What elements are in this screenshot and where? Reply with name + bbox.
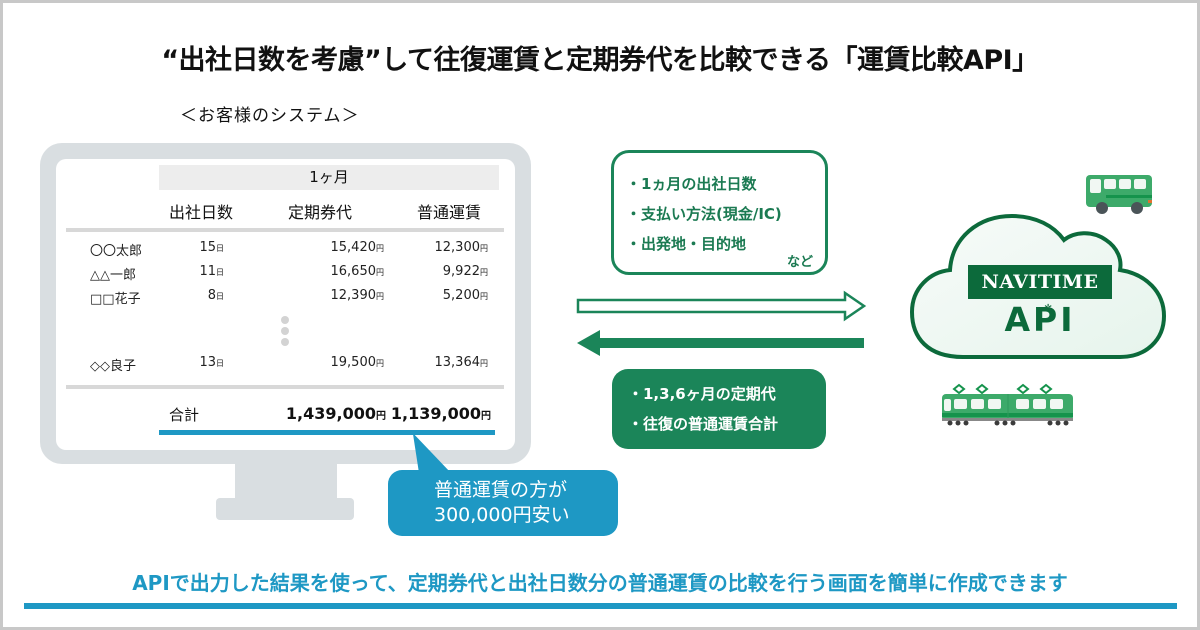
- row-futsu: 12,300: [434, 240, 481, 255]
- row-name: ◇◇良子: [90, 359, 136, 374]
- row-days: 8: [207, 288, 216, 303]
- table-row: ◇◇良子 13日 19,500円 13,364円: [56, 355, 515, 375]
- day-unit: 日: [216, 359, 224, 368]
- table-row: △△一郎 11日 16,650円 9,922円: [56, 264, 515, 284]
- row-days: 15: [199, 240, 216, 255]
- yen-unit: 円: [376, 411, 386, 422]
- total-label: 合計: [169, 406, 200, 424]
- footer-underline: [24, 603, 1177, 609]
- row-teiki: 19,500: [330, 355, 377, 370]
- row-days: 13: [199, 355, 216, 370]
- navitime-logo: NAVITIME: [968, 265, 1112, 299]
- savings-bubble: 普通運賃の方が 300,000円安い: [388, 470, 618, 536]
- header-futsu: 普通運賃: [417, 203, 482, 222]
- header-teiki: 定期券代: [288, 203, 353, 222]
- row-futsu: 9,922: [442, 264, 480, 279]
- table-row: 〇〇太郎 15日 15,420円 12,300円: [56, 240, 515, 260]
- footer-caption: APIで出力した結果を使って、定期券代と出社日数分の普通運賃の比較を行う画面を簡…: [132, 571, 1068, 595]
- monitor-base: [216, 498, 354, 520]
- row-days: 11: [199, 264, 216, 279]
- total-underline: [159, 430, 495, 435]
- total-teiki: 1,439,000: [285, 404, 376, 423]
- ellipsis-dots: [281, 316, 289, 349]
- row-futsu: 13,364: [434, 355, 481, 370]
- page-title: “出社日数を考慮”して往復運賃と定期券代を比較できる「運賃比較API」: [161, 45, 1039, 76]
- input-item: ・支払い方法(現金/IC): [626, 205, 782, 223]
- header-divider: [66, 228, 504, 232]
- yen-unit: 円: [480, 244, 488, 253]
- yen-unit: 円: [480, 292, 488, 301]
- row-teiki: 15,420: [330, 240, 377, 255]
- yen-unit: 円: [376, 244, 384, 253]
- output-item: ・1,3,6ヶ月の定期代: [628, 385, 776, 403]
- arrow-left-icon: [577, 330, 864, 356]
- input-etc: など: [786, 255, 813, 270]
- yen-unit: 円: [480, 268, 488, 277]
- row-name: □□花子: [90, 292, 141, 307]
- gear-icon: ✲: [1044, 303, 1053, 314]
- bubble-line-1: 普通運賃の方が: [434, 479, 568, 501]
- request-response-arrows: [576, 290, 867, 356]
- yen-unit: 円: [376, 292, 384, 301]
- train-icon: [942, 383, 1073, 426]
- api-label: API: [1004, 300, 1076, 339]
- row-teiki: 16,650: [330, 264, 377, 279]
- bubble-line-2: 300,000円安い: [434, 504, 570, 526]
- table-row: □□花子 8日 12,390円 5,200円: [56, 288, 515, 308]
- yen-unit: 円: [376, 268, 384, 277]
- row-teiki: 12,390: [330, 288, 377, 303]
- total-futsu: 1,139,000: [390, 404, 481, 423]
- footer-divider: [66, 385, 504, 389]
- yen-unit: 円: [376, 359, 384, 368]
- row-name: 〇〇太郎: [90, 244, 143, 259]
- day-unit: 日: [216, 268, 224, 277]
- period-header: 1ヶ月: [159, 165, 499, 190]
- arrow-right-icon: [576, 290, 867, 322]
- yen-unit: 円: [481, 411, 491, 422]
- bus-icon: [1086, 175, 1152, 214]
- day-unit: 日: [216, 244, 224, 253]
- system-label: ＜お客様のシステム＞: [180, 106, 360, 126]
- input-params-box: ・1ヵ月の出社日数 ・支払い方法(現金/IC) ・出発地・目的地 など: [611, 150, 828, 275]
- day-unit: 日: [216, 292, 224, 301]
- header-days: 出社日数: [169, 203, 234, 222]
- row-futsu: 5,200: [442, 288, 480, 303]
- row-name: △△一郎: [90, 268, 136, 283]
- output-results-box: ・1,3,6ヶ月の定期代 ・往復の普通運賃合計: [612, 369, 826, 449]
- input-item: ・出発地・目的地: [626, 235, 747, 253]
- input-item: ・1ヵ月の出社日数: [626, 175, 757, 193]
- yen-unit: 円: [480, 359, 488, 368]
- monitor: 1ヶ月 出社日数 定期券代 普通運賃 〇〇太郎 15日 15,420円 12,3…: [40, 143, 531, 464]
- monitor-screen: 1ヶ月 出社日数 定期券代 普通運賃 〇〇太郎 15日 15,420円 12,3…: [56, 159, 515, 450]
- output-item: ・往復の普通運賃合計: [628, 415, 779, 433]
- monitor-stand: [235, 464, 337, 498]
